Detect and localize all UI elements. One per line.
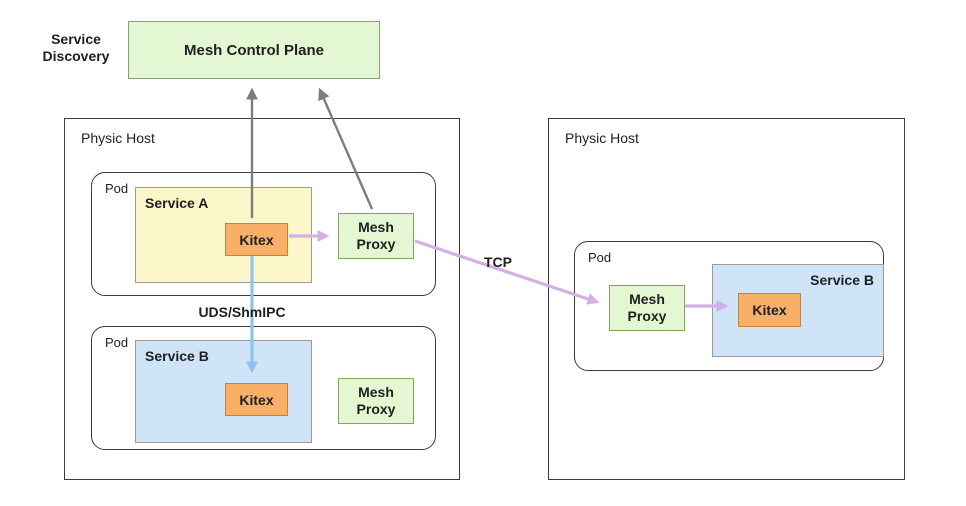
service-a-label: Service A bbox=[145, 195, 209, 211]
service-discovery-label: Service Discovery bbox=[42, 31, 110, 64]
physic-host-right-label: Physic Host bbox=[565, 130, 639, 146]
physic-host-left: Physic Host Pod Service A Kitex Mesh Pro… bbox=[64, 118, 460, 480]
pod-bottom-left-label: Pod bbox=[105, 335, 129, 350]
pod-top-left-label: Pod bbox=[105, 181, 129, 196]
pod-right: Pod Mesh Proxy Service B Kitex bbox=[574, 241, 884, 371]
mesh-proxy-box-left-top: Mesh Proxy bbox=[338, 213, 414, 259]
kitex-box-service-a: Kitex bbox=[225, 223, 288, 256]
mesh-proxy-box-right: Mesh Proxy bbox=[609, 285, 685, 331]
pod-top-left: Pod Service A Kitex Mesh Proxy bbox=[91, 172, 436, 296]
kitex-box-service-b-left: Kitex bbox=[225, 383, 288, 416]
service-b-box-left: Service B Kitex bbox=[135, 340, 312, 443]
service-b-box-right: Service B Kitex bbox=[712, 264, 884, 357]
tcp-label: TCP bbox=[484, 254, 512, 270]
service-b-left-label: Service B bbox=[145, 348, 209, 364]
pod-bottom-left: Pod Service B Kitex Mesh Proxy bbox=[91, 326, 436, 450]
service-a-box: Service A Kitex bbox=[135, 187, 312, 283]
uds-shmipc-label: UDS/ShmIPC bbox=[198, 304, 286, 320]
mesh-proxy-box-left-bottom: Mesh Proxy bbox=[338, 378, 414, 424]
service-b-right-label: Service B bbox=[810, 272, 874, 288]
pod-right-label: Pod bbox=[588, 250, 612, 265]
physic-host-left-label: Physic Host bbox=[81, 130, 155, 146]
kitex-box-service-b-right: Kitex bbox=[738, 293, 801, 327]
mesh-control-plane-box: Mesh Control Plane bbox=[128, 21, 380, 79]
physic-host-right: Physic Host Pod Mesh Proxy Service B Kit… bbox=[548, 118, 905, 480]
